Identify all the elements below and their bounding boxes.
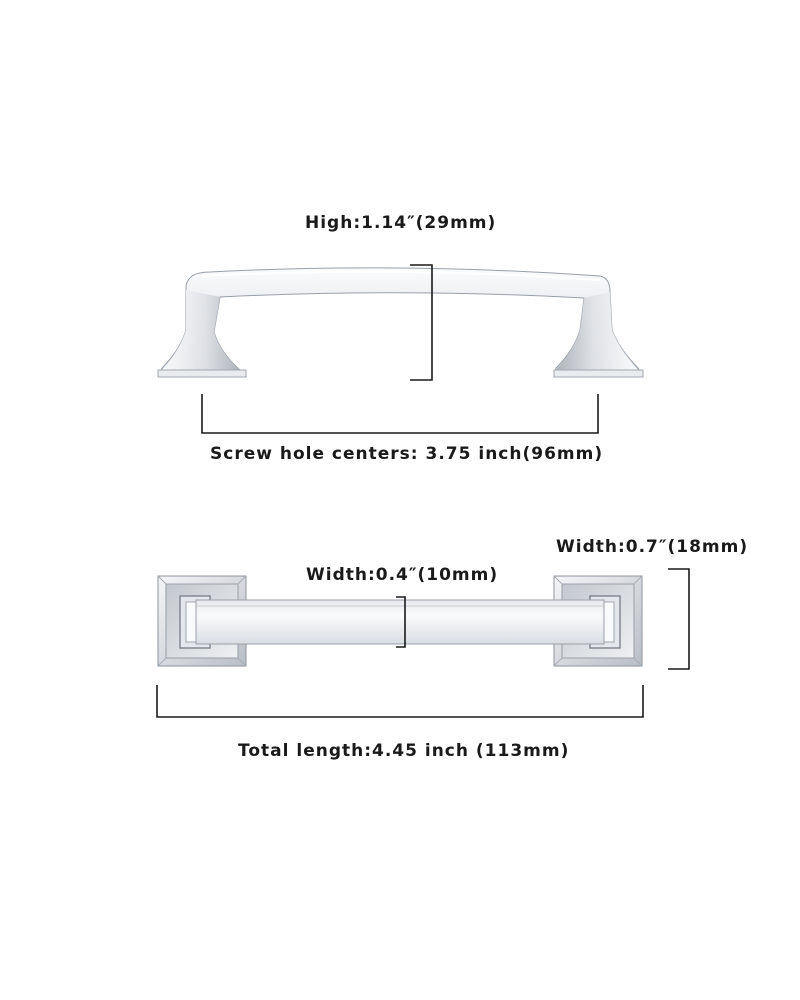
handle-bar [195, 599, 605, 645]
handle-right-leg [556, 292, 638, 370]
bar-width-bracket [396, 596, 406, 648]
total-length-label: Total length:4.45 inch (113mm) [238, 741, 570, 761]
handle-left-leg [162, 290, 240, 370]
height-label: High:1.14″(29mm) [305, 213, 497, 233]
handle-side-view [157, 267, 644, 378]
bar-width-label: Width:0.4″(10mm) [306, 565, 499, 585]
base-width-bracket [668, 568, 690, 670]
handle-top-view [157, 575, 643, 667]
height-dimension-bracket [410, 264, 433, 381]
handle-left-foot [157, 369, 247, 378]
total-length-bracket [156, 685, 644, 718]
screw-hole-centers-label: Screw hole centers: 3.75 inch(96mm) [210, 444, 604, 464]
handle-right-foot [553, 369, 644, 378]
screw-centers-bracket [201, 394, 599, 434]
base-width-label: Width:0.7″(18mm) [556, 537, 749, 557]
